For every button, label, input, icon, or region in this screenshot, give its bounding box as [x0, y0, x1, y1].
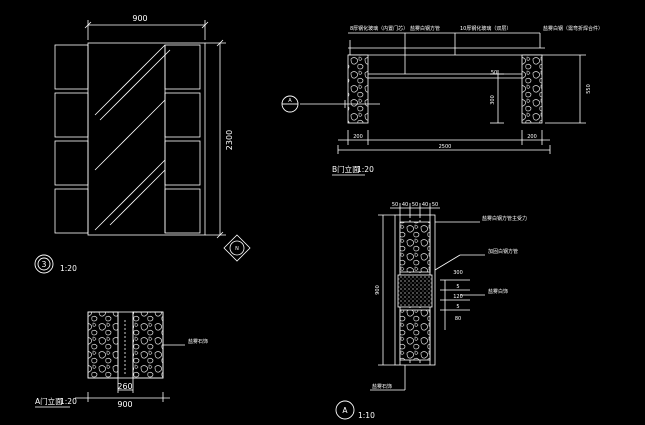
section-a-dim-right-0: 300: [453, 270, 463, 276]
door-b-scale: 1:20: [357, 165, 374, 174]
door-elevation-a: [75, 311, 185, 402]
section-cut-marker: [281, 95, 299, 113]
door-a-note: 盐雾石饰: [188, 338, 208, 345]
plan-dim-right: 2300: [225, 130, 234, 150]
door-b-title: B门立面: [332, 164, 360, 174]
plan-detail-number: 3: [42, 260, 47, 269]
door-a-scale: 1:20: [60, 397, 77, 406]
door-b-note-2: 盐雾白钢方管: [410, 25, 440, 32]
section-a-dim-right-1: 5: [456, 284, 459, 290]
section-a-marker: [335, 400, 355, 420]
door-b-note-4: 盐雾白钢（需弯折焊合件）: [543, 25, 603, 32]
section-a-note-1: 盐雾白钢方管主受力: [482, 215, 527, 222]
section-a-dim-right-2: 120: [453, 294, 463, 300]
door-b-dim-height: 550: [586, 84, 592, 94]
door-b-dim-mid: 2500: [439, 144, 452, 150]
section-a-dim-left: 900: [375, 285, 381, 295]
compass-label: N: [235, 246, 239, 252]
door-elevation-b: [300, 32, 586, 154]
door-a-dim-inner: 260: [117, 382, 132, 391]
section-a-scale: 1:10: [358, 411, 375, 420]
door-b-dim-small-1: 300: [490, 95, 496, 105]
section-a-dim-top-0: 50: [392, 202, 398, 208]
door-a-title: A门立面: [35, 396, 63, 406]
section-a-note-2: 加固白钢方管: [488, 248, 518, 255]
door-b-dim-small-2: 50: [491, 70, 497, 76]
section-a-dim-top-2: 50: [412, 202, 418, 208]
door-b-dim-left: 200: [353, 134, 363, 140]
section-a-dim-top-3: 40: [422, 202, 428, 208]
door-b-dim-right: 200: [527, 134, 537, 140]
plan-view: [54, 20, 226, 239]
section-a-note-3: 盐雾白饰: [488, 288, 508, 295]
door-a-dim-total: 900: [117, 400, 132, 409]
plan-dim-top: 900: [132, 14, 147, 23]
section-a: [370, 203, 485, 391]
section-a-dim-right-4: 80: [455, 316, 461, 322]
door-b-note-3: 10厚钢化玻璃（双层）: [460, 25, 511, 32]
section-a-marker-label: A: [342, 406, 348, 415]
section-a-dim-top-1: 40: [402, 202, 408, 208]
plan-scale: 1:20: [60, 264, 77, 273]
section-a-dim-top-4: 50: [432, 202, 438, 208]
section-a-dim-right-3: 5: [456, 304, 459, 310]
section-a-note-4: 盐雾石饰: [372, 383, 392, 390]
door-b-note-1: 8厚钢化玻璃（内置门芯）: [350, 25, 408, 32]
compass-icon: [223, 234, 251, 262]
plan-detail-marker: [34, 254, 54, 274]
section-cut-label: A: [288, 98, 292, 104]
